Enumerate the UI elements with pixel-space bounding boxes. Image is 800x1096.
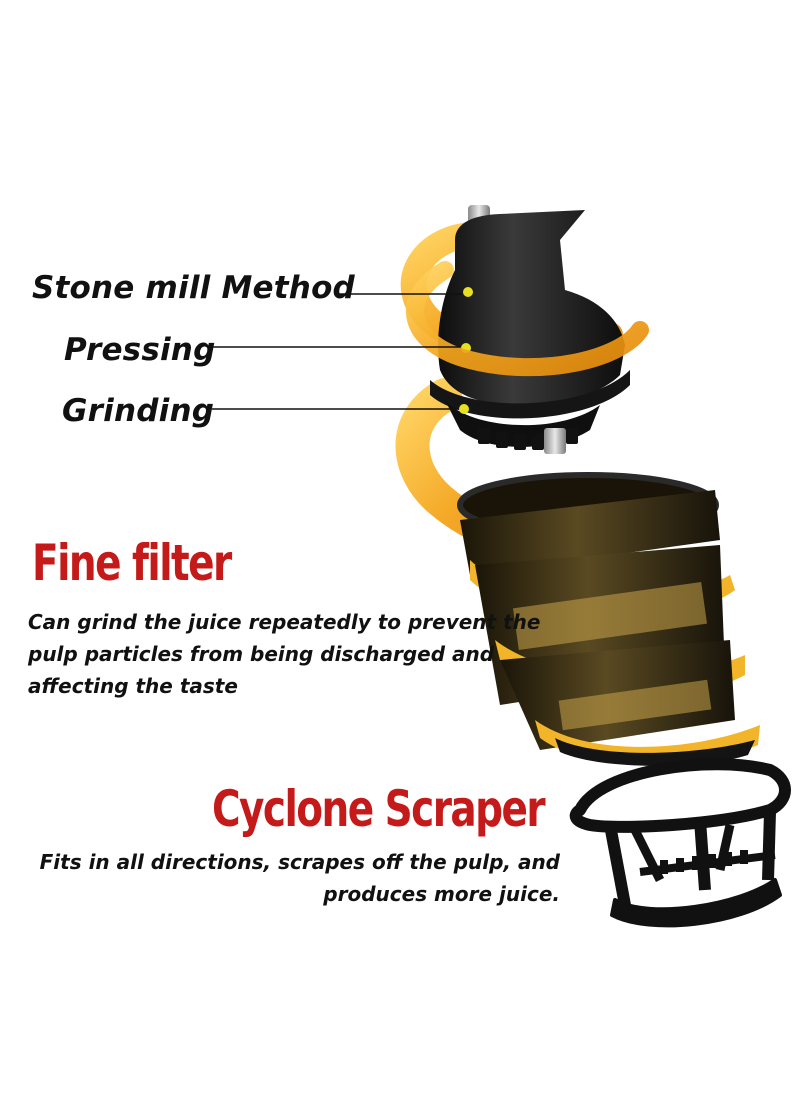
cyclone-scraper-heading: Cyclone Scraper: [212, 780, 546, 838]
callout-pressing: Pressing: [64, 332, 216, 368]
cyclone-scraper-line: produces more juice.: [323, 882, 560, 906]
fine-filter-line: pulp particles from being discharged and: [28, 642, 495, 666]
scraper-teeth: [636, 850, 748, 926]
cyclone-scraper-line: Fits in all directions, scrapes off the …: [39, 850, 560, 874]
auger-image: [430, 205, 630, 454]
callout-stone-mill-method: Stone mill Method: [32, 270, 355, 306]
callout-leader-lines: [207, 293, 462, 410]
fine-filter-line: affecting the taste: [28, 674, 238, 698]
auger-bottom-shaft: [544, 428, 566, 454]
fine-filter-description: Can grind the juice repeatedly to preven…: [28, 606, 540, 702]
callout-grinding: Grinding: [62, 393, 215, 429]
cyclone-scraper-description: Fits in all directions, scrapes off the …: [40, 846, 560, 910]
scraper-frame-image: [569, 758, 791, 928]
fine-filter-heading: Fine filter: [32, 534, 232, 592]
fine-filter-line: Can grind the juice repeatedly to preven…: [28, 610, 541, 634]
filter-basket-image: [457, 472, 760, 766]
